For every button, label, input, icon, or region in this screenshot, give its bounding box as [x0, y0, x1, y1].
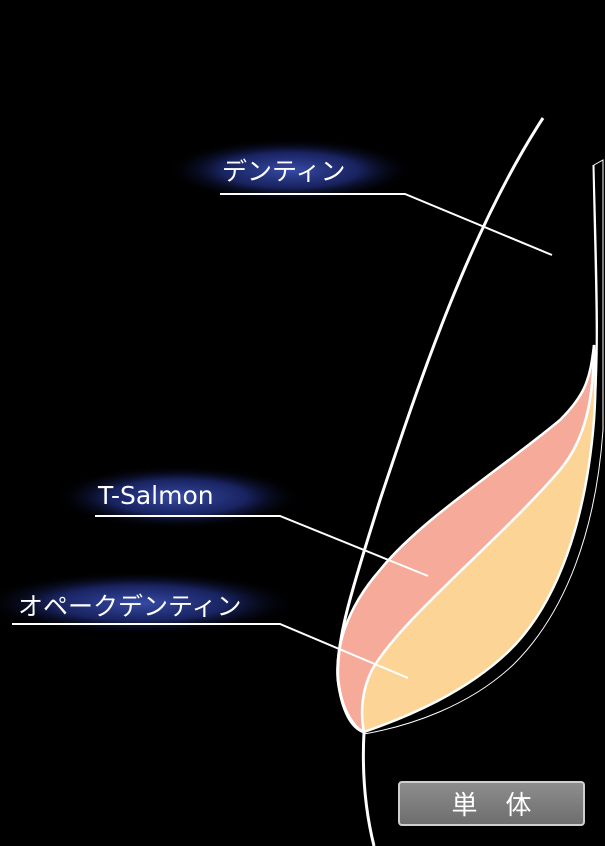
- dentin-leader-line: [220, 193, 553, 256]
- t-salmon-leader-line: [95, 515, 429, 577]
- dentin-label-glow: [165, 138, 415, 202]
- t-salmon-label: T-Salmon: [98, 481, 214, 510]
- dentin-label: デンティン: [222, 157, 346, 186]
- single-badge: 単体: [398, 781, 585, 826]
- t-salmon-label-glow: [53, 465, 303, 529]
- opaque-dentin-label-glow: [0, 571, 300, 635]
- opaque-dentin-leader-line: [12, 623, 409, 679]
- opaque-dentin-label: オペークデンティン: [18, 592, 242, 621]
- dentin-contour: [336, 117, 545, 846]
